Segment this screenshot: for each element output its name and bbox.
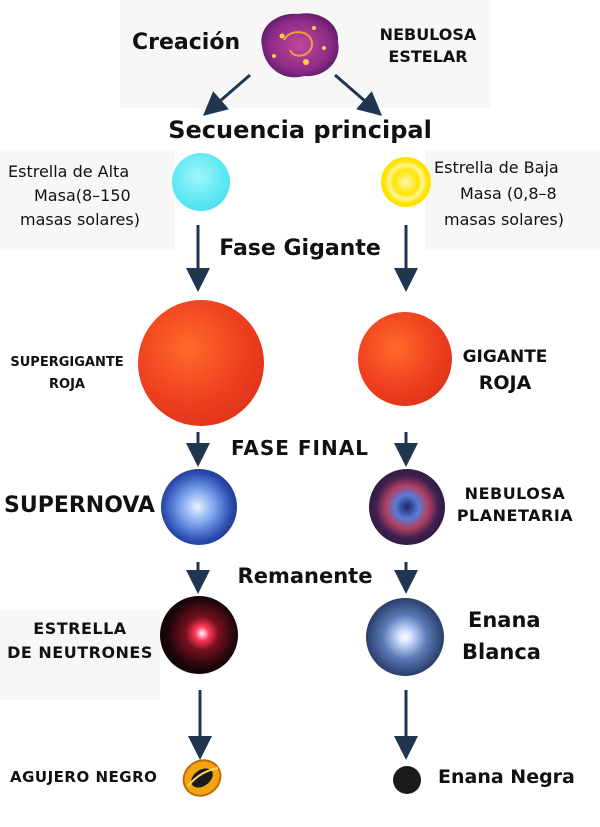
- white-dwarf-line2: Blanca: [462, 640, 541, 664]
- high-mass-star-label: Estrella de Alta Masa(8–150 masas solare…: [8, 160, 178, 232]
- high-mass-star-line3: masas solares): [20, 210, 140, 229]
- nebula-icon: [261, 13, 339, 78]
- nebula-label-line1: NEBULOSA: [379, 25, 477, 44]
- low-mass-star-line1: Estrella de Baja: [434, 158, 559, 177]
- white-dwarf: [366, 598, 444, 676]
- white-dwarf-label: Enana Blanca: [462, 604, 541, 668]
- main-sequence-heading: Secuencia principal: [168, 116, 432, 144]
- black-dwarf-label: Enana Negra: [438, 766, 575, 788]
- red-giant: [358, 312, 452, 406]
- supernova-label: SUPERNOVA: [4, 493, 155, 518]
- nebula-label: NEBULOSA ESTELAR: [358, 24, 498, 68]
- black-hole-icon: [182, 759, 222, 797]
- neutron-star-label: ESTRELLA DE NEUTRONES: [2, 617, 158, 665]
- arrow-nebula-to-low-mass: [334, 73, 383, 116]
- high-mass-star: [172, 153, 230, 211]
- high-mass-star-line1: Estrella de Alta: [8, 162, 130, 181]
- supernova: [161, 469, 237, 545]
- giant-label-line1: GIGANTE: [462, 347, 548, 367]
- planetary-nebula-line1: NEBULOSA: [464, 484, 566, 503]
- supergiant-label: SUPERGIGANTE ROJA: [2, 352, 132, 396]
- giant-phase-heading: Fase Gigante: [219, 236, 381, 261]
- arrow-nebula-to-high-mass: [202, 73, 251, 116]
- low-mass-star: [381, 157, 431, 207]
- planetary-nebula-line2: PLANETARIA: [456, 506, 574, 525]
- low-mass-star-line3: masas solares): [444, 210, 564, 229]
- background-panel-left: [0, 150, 175, 250]
- background-panel-bottom: [0, 610, 160, 700]
- black-dwarf: [393, 766, 421, 794]
- remnant-heading: Remanente: [237, 564, 373, 588]
- neutron-star-line2: DE NEUTRONES: [7, 643, 153, 662]
- high-mass-star-line2: Masa(8–150: [34, 186, 131, 205]
- low-mass-star-label: Estrella de Baja Masa (0,8–8 masas solar…: [434, 155, 599, 233]
- creation-label: Creación: [132, 30, 241, 55]
- supergiant-label-line2: ROJA: [49, 377, 85, 392]
- giant-label-line2: ROJA: [478, 372, 532, 394]
- nebula-label-line2: ESTELAR: [388, 47, 468, 66]
- supergiant-label-line1: SUPERGIGANTE: [10, 355, 124, 370]
- red-supergiant: [138, 300, 264, 426]
- black-hole-label: AGUJERO NEGRO: [10, 768, 158, 786]
- planetary-nebula: [369, 469, 445, 545]
- background-panel-right: [425, 150, 600, 250]
- white-dwarf-line1: Enana: [468, 608, 541, 632]
- low-mass-star-line2: Masa (0,8–8: [460, 184, 557, 203]
- neutron-star: [160, 596, 238, 674]
- planetary-nebula-label: NEBULOSA PLANETARIA: [452, 483, 578, 527]
- final-phase-heading: FASE FINAL: [231, 436, 369, 460]
- giant-label: GIGANTE ROJA: [450, 344, 560, 396]
- neutron-star-line1: ESTRELLA: [33, 619, 127, 638]
